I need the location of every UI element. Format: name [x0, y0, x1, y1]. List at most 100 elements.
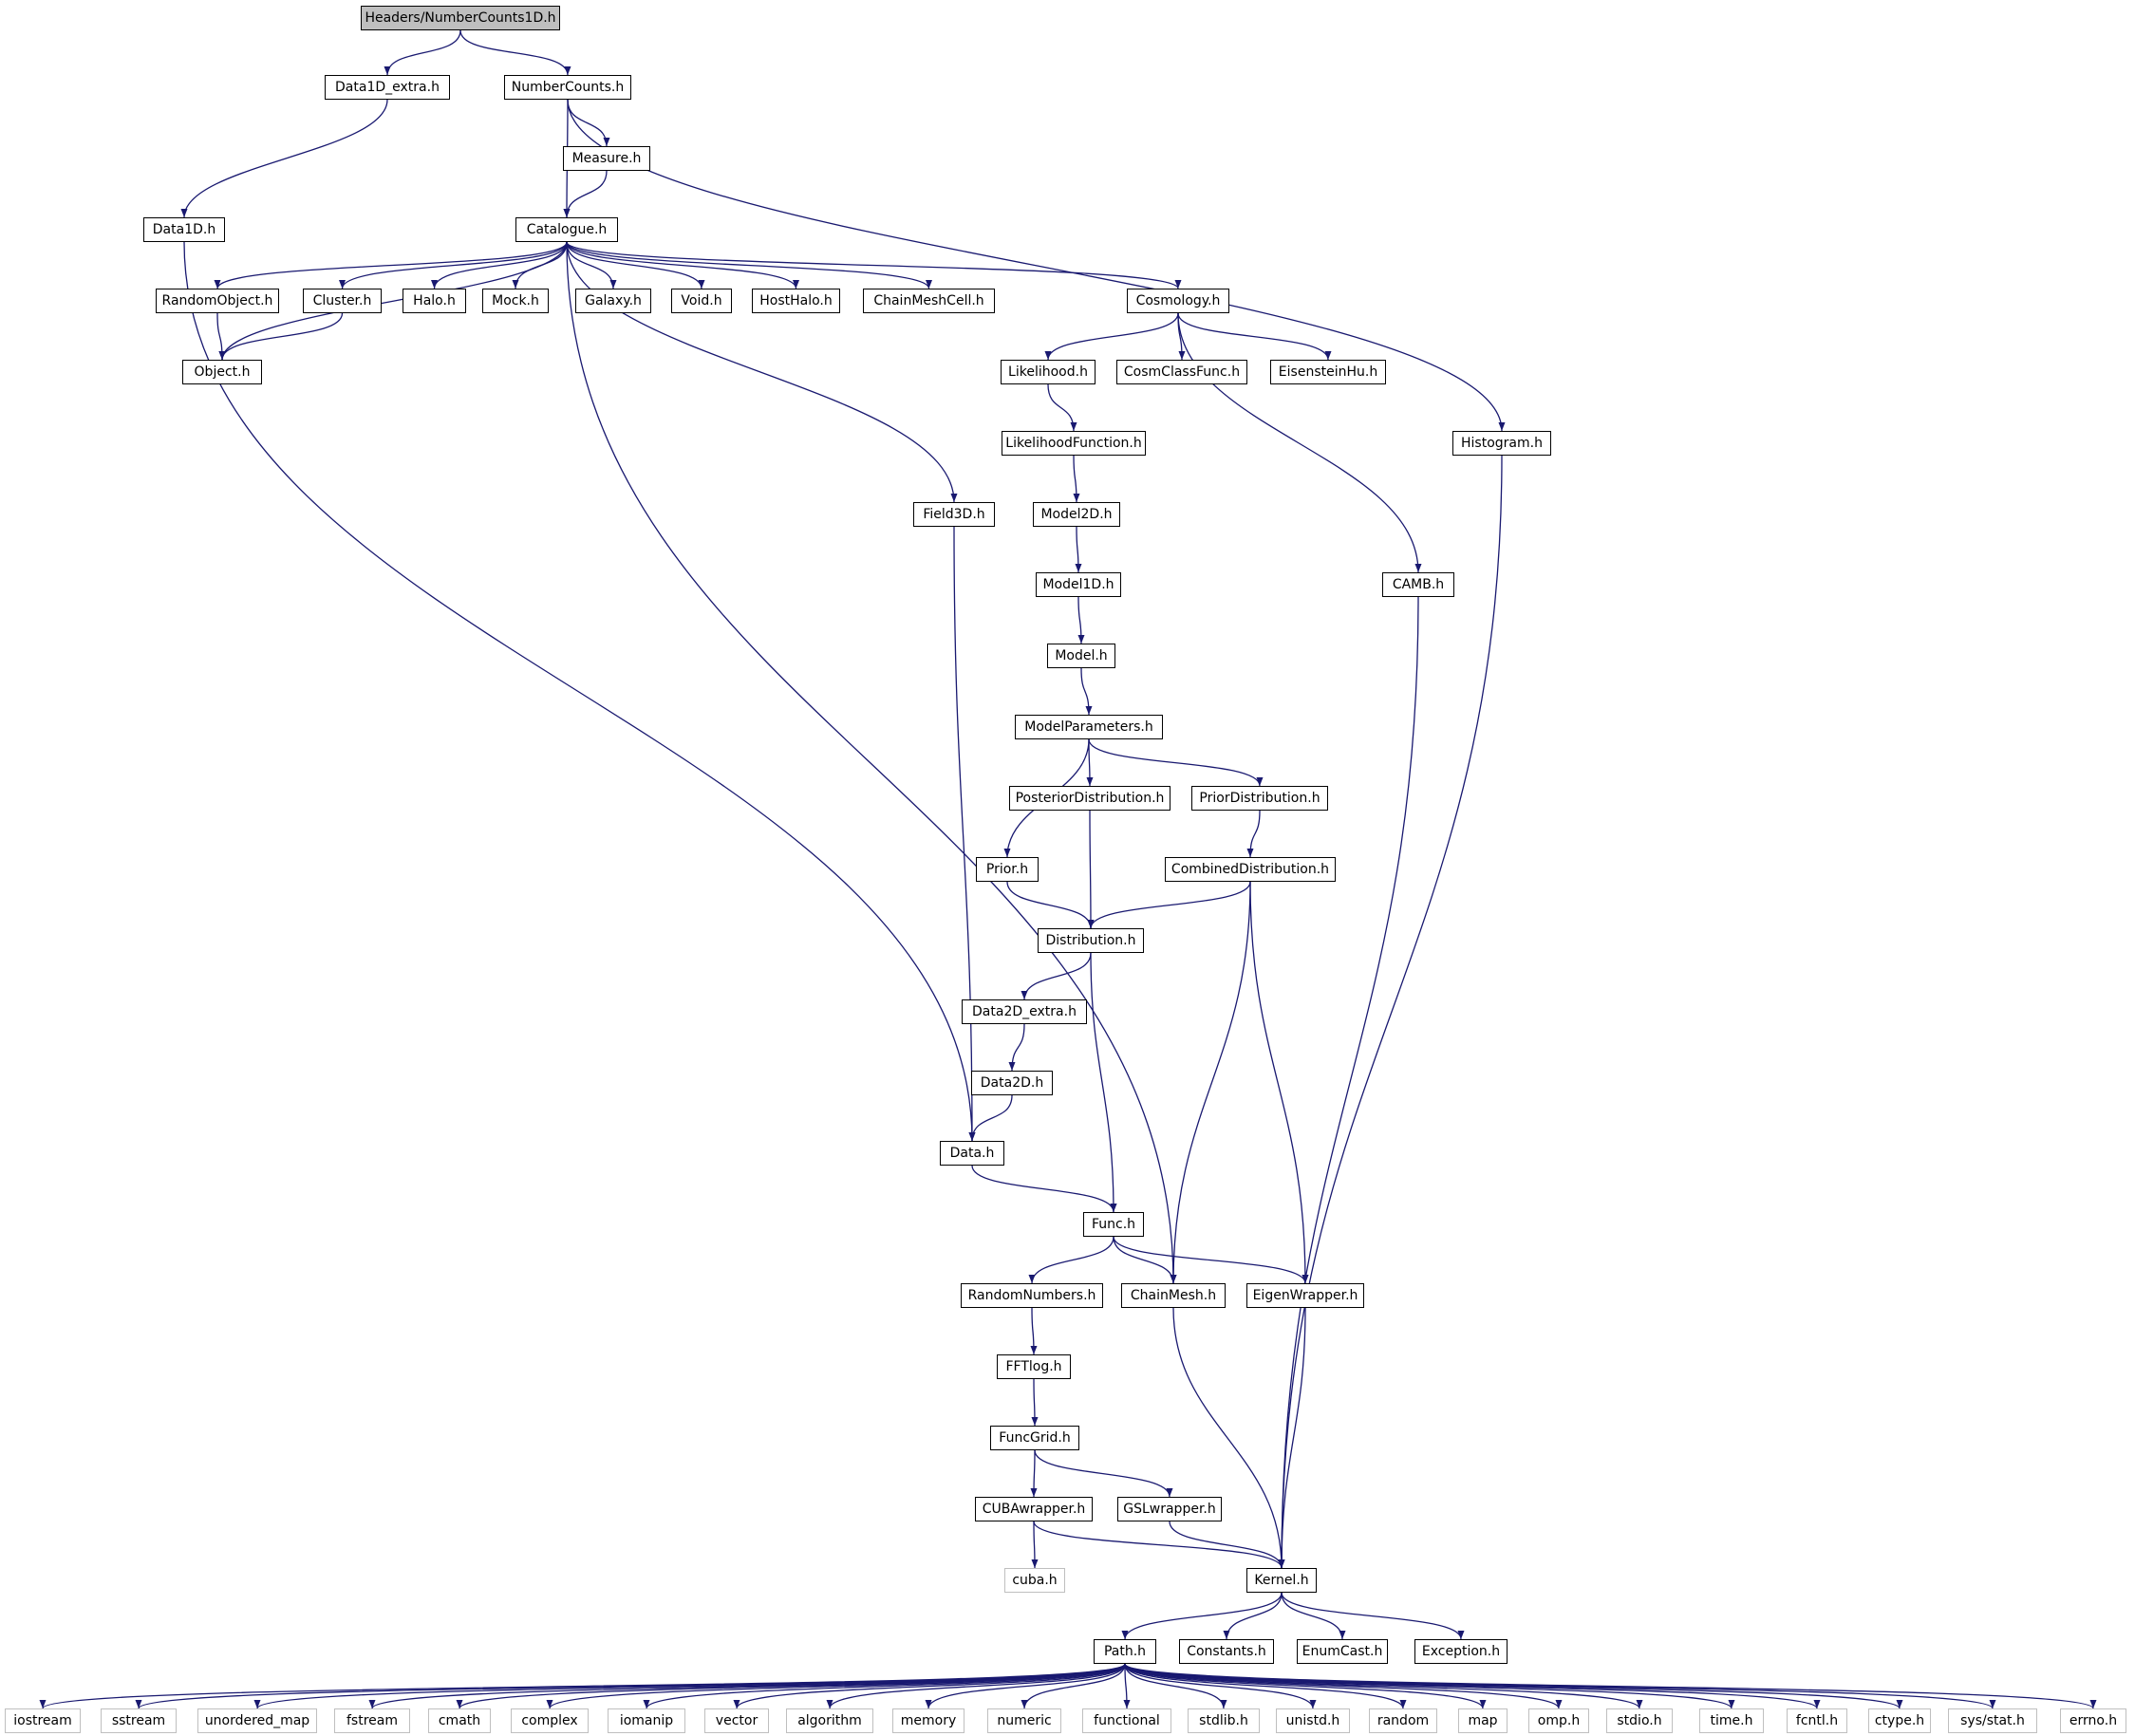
node-omp: omp.h — [1528, 1708, 1589, 1733]
edge-n_cat-to-n_halo — [431, 241, 568, 289]
node-kernel[interactable]: Kernel.h — [1246, 1568, 1317, 1593]
node-data1d-extra[interactable]: Data1D_extra.h — [325, 75, 450, 100]
node-enumcast[interactable]: EnumCast.h — [1297, 1639, 1388, 1664]
edge-n_cat-to-n_hh — [566, 241, 799, 289]
node-combineddistribution[interactable]: CombinedDistribution.h — [1165, 857, 1336, 882]
node-func[interactable]: Func.h — [1083, 1212, 1144, 1237]
edge-n_path-to-s_umap — [253, 1663, 1126, 1709]
edge-n_model-to-n_mp — [1080, 667, 1093, 716]
node-prior[interactable]: Prior.h — [976, 857, 1039, 882]
edge-n_ro-to-n_obj — [216, 312, 226, 361]
node-cmath: cmath — [428, 1708, 491, 1733]
node-funcgrid[interactable]: FuncGrid.h — [990, 1426, 1079, 1450]
node-eigenwrapper[interactable]: EigenWrapper.h — [1246, 1283, 1364, 1308]
node-halo[interactable]: Halo.h — [403, 289, 466, 313]
node-random: random — [1369, 1708, 1437, 1733]
node-randomnumbers[interactable]: RandomNumbers.h — [961, 1283, 1103, 1308]
node-gslwrapper[interactable]: GSLwrapper.h — [1117, 1497, 1222, 1521]
node-distribution[interactable]: Distribution.h — [1038, 928, 1144, 953]
edge-n_path-to-s_iomanip — [643, 1663, 1126, 1709]
edge-n_cos-to-n_lik — [1044, 312, 1179, 361]
node-path[interactable]: Path.h — [1094, 1639, 1156, 1664]
edge-n_prior-to-n_dist — [1006, 881, 1095, 929]
node-root-numbercounts1d: Headers/NumberCounts1D.h — [361, 6, 560, 30]
node-data[interactable]: Data.h — [940, 1141, 1004, 1166]
node-data2d[interactable]: Data2D.h — [971, 1071, 1053, 1095]
edge-n_cat-to-n_void — [566, 241, 705, 289]
node-chainmesh[interactable]: ChainMesh.h — [1121, 1283, 1226, 1308]
edge-n_hist-to-n_kern — [1278, 455, 1503, 1569]
node-constants[interactable]: Constants.h — [1179, 1639, 1274, 1664]
node-void[interactable]: Void.h — [671, 289, 732, 313]
node-time: time.h — [1699, 1708, 1764, 1733]
node-catalogue[interactable]: Catalogue.h — [515, 217, 618, 242]
edge-n_dist-to-n_func — [1090, 952, 1117, 1213]
node-stdio: stdio.h — [1606, 1708, 1673, 1733]
node-data1d[interactable]: Data1D.h — [143, 217, 225, 242]
edge-n_gsl-to-n_kern — [1169, 1521, 1285, 1569]
edge-n_m1d-to-n_model — [1077, 596, 1085, 644]
node-sstream: sstream — [101, 1708, 177, 1733]
edge-n_d1-to-n_data — [183, 241, 976, 1142]
node-exception[interactable]: Exception.h — [1414, 1639, 1508, 1664]
edge-n_mp-to-n_pri — [1088, 738, 1264, 787]
node-object[interactable]: Object.h — [182, 360, 262, 384]
node-posteriordistribution[interactable]: PosteriorDistribution.h — [1009, 786, 1171, 811]
node-measure[interactable]: Measure.h — [563, 146, 650, 171]
edge-n_lf-to-n_m2d — [1073, 455, 1080, 503]
edge-n_clu-to-n_obj — [218, 312, 344, 361]
edge-n_path-to-s_unistd — [1124, 1663, 1317, 1709]
edge-n_nc-to-n_meas — [567, 99, 610, 147]
edge-n_cat-to-n_clu — [339, 241, 568, 289]
edge-n_cos-to-n_eh — [1177, 312, 1332, 361]
edge-n_kern-to-n_exc — [1281, 1592, 1465, 1640]
node-randomobject[interactable]: RandomObject.h — [156, 289, 279, 313]
edge-n_kern-to-n_enum — [1281, 1592, 1346, 1640]
node-modelparameters[interactable]: ModelParameters.h — [1015, 715, 1163, 739]
node-model2d[interactable]: Model2D.h — [1033, 502, 1120, 527]
edge-n_path-to-s_functional — [1123, 1663, 1131, 1709]
node-cosmclassfunc[interactable]: CosmClassFunc.h — [1116, 360, 1247, 384]
node-likelihoodfunction[interactable]: LikelihoodFunction.h — [1002, 431, 1146, 456]
edge-n_cat-to-n_obj — [218, 241, 568, 361]
edge-n_f3d-to-n_data — [953, 526, 976, 1142]
edge-n_path-to-s_map — [1124, 1663, 1487, 1709]
node-numbercounts[interactable]: NumberCounts.h — [504, 75, 631, 100]
edge-n_cat-to-n_ro — [214, 241, 568, 289]
edge-n_post-to-n_dist — [1087, 810, 1095, 929]
node-iostream: iostream — [5, 1708, 81, 1733]
node-cluster[interactable]: Cluster.h — [303, 289, 382, 313]
node-unistd: unistd.h — [1276, 1708, 1350, 1733]
edge-n_path-to-s_vector — [733, 1663, 1126, 1709]
node-mock[interactable]: Mock.h — [482, 289, 549, 313]
node-data2d-extra[interactable]: Data2D_extra.h — [962, 999, 1087, 1024]
node-cosmology[interactable]: Cosmology.h — [1127, 289, 1229, 313]
edge-n_path-to-s_complex — [546, 1663, 1126, 1709]
node-histogram[interactable]: Histogram.h — [1452, 431, 1551, 456]
node-vector: vector — [704, 1708, 769, 1733]
node-model1d[interactable]: Model1D.h — [1036, 572, 1121, 597]
node-fstream: fstream — [334, 1708, 410, 1733]
node-fftlog[interactable]: FFTlog.h — [997, 1354, 1071, 1379]
node-hosthalo[interactable]: HostHalo.h — [752, 289, 840, 313]
edge-n_path-to-s_iostream — [39, 1663, 1126, 1709]
node-eisensteinhu[interactable]: EisensteinHu.h — [1270, 360, 1386, 384]
node-numeric: numeric — [987, 1708, 1061, 1733]
edge-n_func-to-n_rn — [1028, 1236, 1114, 1284]
edge-n_d1e-to-n_d1 — [180, 99, 388, 218]
node-likelihood[interactable]: Likelihood.h — [1001, 360, 1096, 384]
node-field3d[interactable]: Field3D.h — [913, 502, 995, 527]
node-sys-stat: sys/stat.h — [1948, 1708, 2037, 1733]
node-priordistribution[interactable]: PriorDistribution.h — [1191, 786, 1328, 811]
edge-n_comb-to-n_cm — [1170, 881, 1251, 1284]
node-chainmeshcell[interactable]: ChainMeshCell.h — [863, 289, 995, 313]
edge-n_d2-to-n_data — [968, 1094, 1013, 1142]
node-cubawrapper[interactable]: CUBAwrapper.h — [975, 1497, 1093, 1521]
edge-n_kern-to-n_const — [1223, 1592, 1283, 1640]
node-camb[interactable]: CAMB.h — [1382, 572, 1454, 597]
node-model[interactable]: Model.h — [1047, 644, 1115, 668]
node-galaxy[interactable]: Galaxy.h — [575, 289, 651, 313]
node-errno: errno.h — [2060, 1708, 2126, 1733]
